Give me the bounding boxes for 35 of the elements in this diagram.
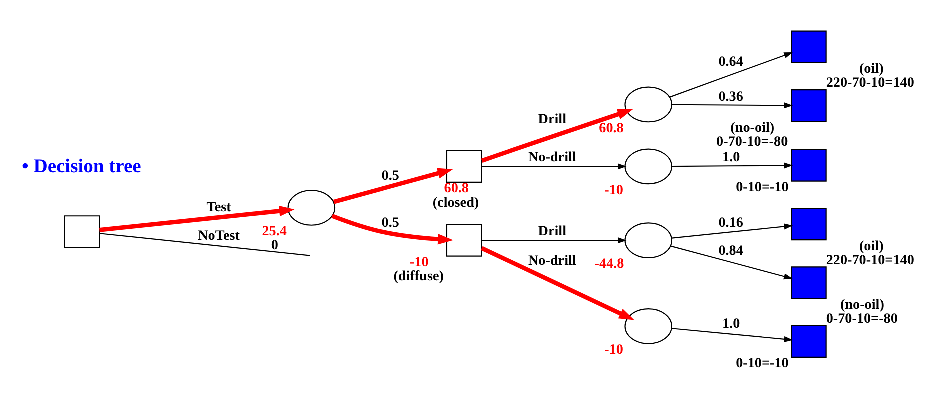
node-label: 25.4 <box>262 224 287 240</box>
node-label: -10 <box>604 182 624 198</box>
edge-label: NoTest <box>198 228 240 244</box>
node-label: (oil) <box>859 61 884 78</box>
node-label: (no-oil) <box>840 296 884 313</box>
edge-label: No-drill <box>528 252 576 269</box>
edge-label: No-drill <box>528 150 576 166</box>
node-label: -44.8 <box>594 256 624 272</box>
node-label: 220-70-10=140 <box>826 252 914 268</box>
edge-label: Drill <box>538 224 567 240</box>
edge-label: 0.36 <box>718 88 744 105</box>
node-label: -10 <box>410 254 429 271</box>
node-label: 60.8 <box>599 120 624 136</box>
edge-label: 1.0 <box>722 316 740 332</box>
edge-label: 0.84 <box>718 243 744 260</box>
node-label: (no-oil) <box>730 120 775 136</box>
node-label: 0 <box>271 238 278 254</box>
node-label: -10 <box>604 342 624 358</box>
node-label: 0-10=-10 <box>736 356 789 372</box>
node-label: 0-10=-10 <box>736 180 789 196</box>
node-label: 0-70-10=-80 <box>826 311 898 328</box>
edge-label: 0.5 <box>382 214 400 231</box>
node-label: 60.8 <box>444 180 469 197</box>
node-label: (diffuse) <box>394 268 444 285</box>
edge-label: Test <box>206 200 232 216</box>
edge-label: 1.0 <box>722 150 740 166</box>
node-label: (closed) <box>432 194 480 211</box>
node-label: (oil) <box>859 238 884 254</box>
edge-label: 0.5 <box>382 168 400 184</box>
edge-label: 0.16 <box>718 214 744 231</box>
node-label: 220-70-10=140 <box>826 75 914 92</box>
label: • Decision tree <box>22 156 142 178</box>
edge-label: 0.64 <box>718 54 744 70</box>
edge-label: Drill <box>538 112 567 128</box>
node-label: 0-70-10=-80 <box>716 134 788 150</box>
